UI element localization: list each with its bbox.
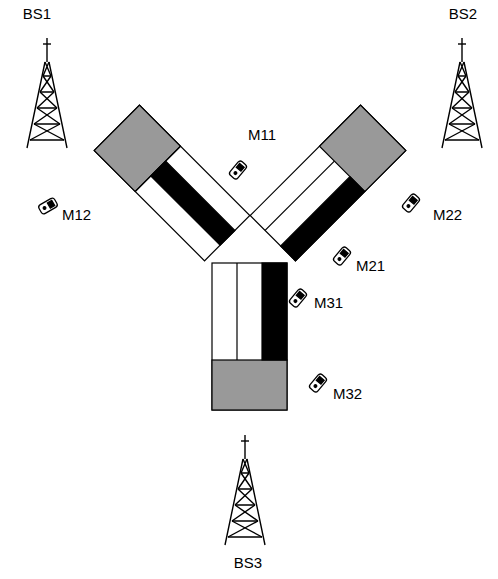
base-station-tower <box>442 38 482 148</box>
sector-block <box>212 263 287 410</box>
mobile-label: M21 <box>356 258 385 273</box>
mobile-label: M32 <box>333 386 362 401</box>
mobile-label: M11 <box>248 127 276 142</box>
mobile-phone <box>288 288 307 308</box>
mobile-label: M31 <box>314 295 343 310</box>
mobile-phone <box>401 193 420 213</box>
mobile-phone <box>228 160 247 180</box>
mobile-phone <box>332 246 351 266</box>
station-label: BS3 <box>234 555 262 570</box>
base-station-tower <box>225 435 265 545</box>
sector-block <box>94 105 250 261</box>
station-label: BS1 <box>23 6 51 21</box>
mobile-phone <box>308 373 327 393</box>
station-label: BS2 <box>449 6 477 21</box>
base-station-tower <box>27 38 67 148</box>
mobile-label: M12 <box>62 207 91 222</box>
mobile-phone <box>38 197 59 215</box>
mobile-label: M22 <box>433 207 462 222</box>
